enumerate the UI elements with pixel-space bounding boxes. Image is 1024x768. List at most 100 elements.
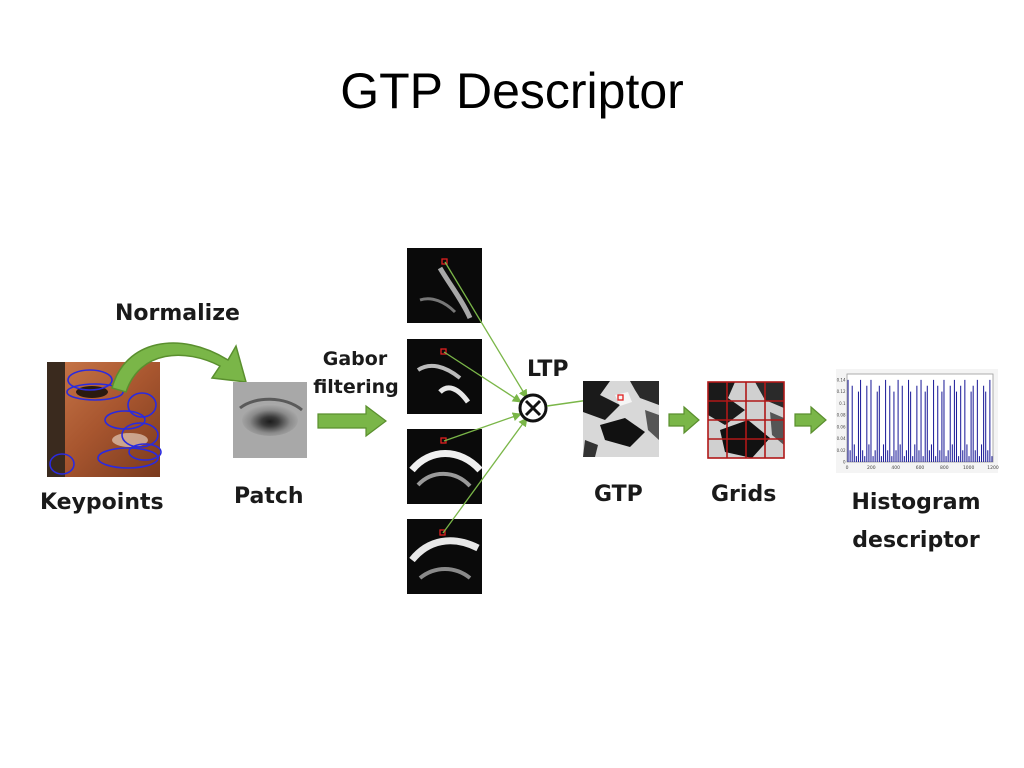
histogram-bar	[991, 456, 993, 462]
histogram-bar	[987, 450, 989, 462]
histogram-bar	[943, 379, 945, 462]
patch-label: Patch	[234, 484, 304, 509]
ltp-operator-icon	[518, 393, 548, 423]
histogram-bar	[860, 379, 862, 462]
histogram-bar	[978, 456, 980, 462]
histogram-bar	[891, 456, 893, 462]
histogram-bar	[970, 391, 972, 462]
histogram-bar	[926, 385, 928, 462]
histogram-bar	[887, 450, 889, 462]
histogram-bar	[962, 450, 964, 462]
histogram-y-tick-label: 0.04	[837, 436, 846, 441]
histogram-bar	[976, 379, 978, 462]
histogram-bar	[966, 444, 968, 462]
gabor-images	[407, 248, 483, 594]
histogram-bar	[918, 450, 920, 462]
histogram-bar	[882, 444, 885, 462]
histogram-bar	[937, 385, 939, 462]
ltp-label: LTP	[527, 357, 569, 382]
histogram-x-tick-label: 1200	[987, 465, 999, 471]
histogram-bar	[903, 456, 905, 462]
histogram-bar	[953, 379, 955, 462]
histogram-bar	[949, 385, 951, 462]
histogram-bar	[885, 379, 887, 462]
histogram-bar	[910, 391, 912, 462]
histogram-bar	[851, 385, 853, 462]
histogram-bar	[905, 450, 907, 462]
histogram-bar	[955, 391, 958, 462]
histogram-y-tick-label: 0.06	[837, 424, 846, 429]
histogram-bar	[933, 379, 935, 462]
histogram-bar	[935, 456, 937, 462]
histogram-bar	[849, 450, 851, 462]
histogram-bar	[939, 450, 941, 462]
grids-image	[707, 381, 785, 459]
histogram-x-tick-label: 1000	[963, 465, 975, 471]
histogram-y-tick-label: 0.02	[837, 448, 846, 453]
histogram-y-ticks: 00.020.040.060.080.10.120.14	[837, 377, 846, 464]
grid-lines	[707, 381, 785, 459]
histogram-bar	[983, 385, 985, 462]
histogram-y-tick-label: 0	[843, 460, 846, 465]
arrow-grids-to-histogram	[794, 405, 827, 435]
histogram-bar	[914, 444, 916, 462]
histogram-bar	[964, 379, 966, 462]
histogram-bar	[958, 456, 960, 462]
histogram-bar	[920, 379, 922, 462]
slide-title: GTP Descriptor	[340, 63, 684, 119]
histogram-y-tick-label: 0.1	[839, 401, 846, 406]
keypoints-label: Keypoints	[40, 490, 164, 515]
histogram-bar	[922, 456, 924, 462]
histogram-y-tick-label: 0.12	[837, 389, 846, 394]
normalize-label: Normalize	[115, 301, 240, 326]
histogram-bar	[930, 444, 932, 462]
histogram-bar	[924, 391, 926, 462]
histogram-bar	[945, 456, 947, 462]
histogram-bar	[868, 444, 870, 462]
histogram-bar	[855, 456, 857, 462]
histogram-bar	[912, 456, 914, 462]
histogram-x-tick-label: 200	[867, 465, 876, 471]
histogram-x-tick-label: 400	[891, 465, 900, 471]
histogram-bar	[989, 379, 991, 462]
histogram-bar	[895, 450, 897, 462]
histogram-bar	[908, 379, 910, 462]
gabor-to-operator-lines	[442, 261, 528, 534]
histogram-bar	[880, 456, 882, 462]
histogram-x-tick-label: 800	[940, 465, 949, 471]
gabor-image-1	[407, 248, 482, 323]
histogram-label-line1: Histogram	[851, 490, 981, 515]
histogram-x-ticks: 0 200 400 600 800 1000 1200	[846, 465, 999, 471]
histogram-bar	[899, 444, 901, 462]
histogram-bar	[866, 385, 868, 462]
histogram-bar	[862, 450, 864, 462]
histogram-bar	[878, 385, 880, 462]
keypoints-face-image	[47, 362, 162, 477]
histogram-bar	[972, 385, 974, 462]
histogram-bar	[968, 456, 970, 462]
histogram-bar	[874, 450, 876, 462]
histogram-bar	[985, 391, 987, 462]
histogram-bar	[864, 456, 866, 462]
patch-image	[233, 382, 307, 458]
histogram-x-tick-label: 600	[916, 465, 925, 471]
arrow-patch-to-gabor	[317, 404, 387, 438]
histogram-bar	[847, 379, 849, 462]
histogram-bar	[901, 385, 903, 462]
histogram-bar	[897, 379, 899, 462]
gtp-label: GTP	[594, 482, 643, 507]
histogram-bar	[876, 391, 878, 462]
gabor-image-2	[407, 339, 482, 414]
histogram-bar	[928, 450, 930, 462]
histogram-bar	[853, 444, 855, 462]
gtp-image	[583, 381, 659, 457]
histogram-x-tick-label: 0	[846, 465, 849, 471]
histogram-label-line2: descriptor	[852, 528, 980, 553]
histogram-bar	[857, 391, 859, 462]
gabor-label-line2: filtering	[313, 376, 399, 398]
histogram-bar	[947, 450, 949, 462]
gabor-label-line1: Gabor	[322, 348, 388, 370]
histogram-bar	[960, 385, 962, 462]
